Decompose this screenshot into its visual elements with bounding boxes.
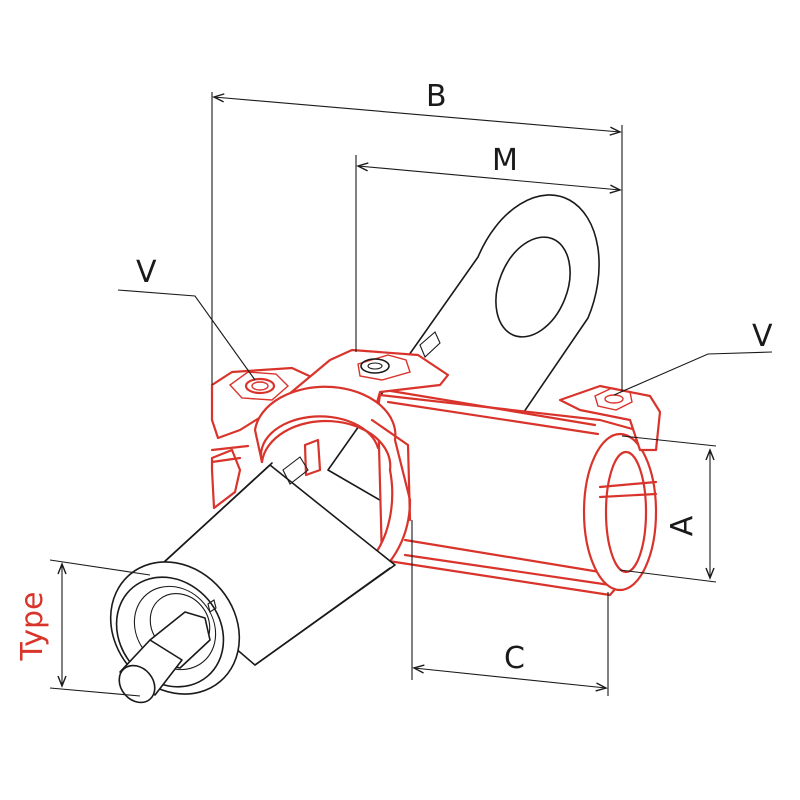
dimension-m [356,162,622,194]
left-clamp-body [210,348,450,597]
right-clamp-body [376,384,662,597]
dimension-c [412,664,608,692]
label-v-left: V [136,255,157,290]
label-b: B [426,79,447,114]
label-type: Type [15,592,50,662]
extension-line-type-top [49,559,151,576]
label-a: A [665,515,700,536]
front-tube [109,456,396,704]
extension-line-a-top [621,435,717,447]
dimension-labels: B M V V C A Type [15,79,773,676]
dimension-lines [49,92,773,697]
leader-v-left [117,289,256,381]
label-c: C [504,641,525,676]
label-v-right: V [752,319,773,354]
extension-line-type-bottom [49,687,141,697]
dimension-b [212,93,622,136]
extension-line-a-bottom [619,569,717,583]
leader-v-right [613,351,773,396]
label-m: M [492,143,518,178]
